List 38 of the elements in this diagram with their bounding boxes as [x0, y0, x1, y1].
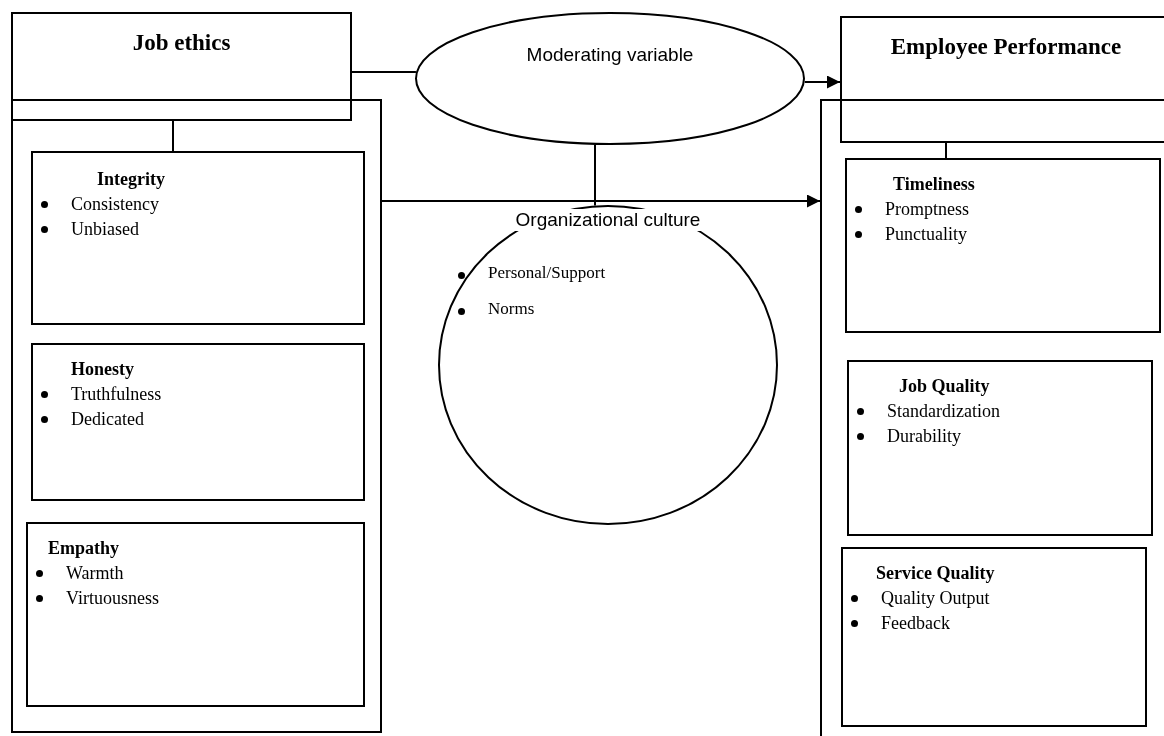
- list-item: Virtuousness: [32, 586, 159, 610]
- list-item: Truthfulness: [37, 382, 162, 406]
- heading: Job ethics: [131, 30, 232, 56]
- group-box: [820, 99, 1164, 736]
- category-box: [31, 151, 365, 325]
- box-heading: Honesty: [71, 358, 134, 381]
- list-item: Warmth: [32, 561, 124, 585]
- box-heading: Empathy: [48, 537, 119, 560]
- list-item: Promptness: [851, 197, 969, 221]
- category-box: [31, 343, 365, 501]
- list-item: Durability: [853, 424, 961, 448]
- list-item: Unbiased: [37, 217, 139, 241]
- category-box: [26, 522, 365, 707]
- header-box: [840, 16, 1164, 143]
- header-box: [11, 12, 352, 121]
- list-item: Norms: [454, 299, 535, 319]
- heading: Employee Performance: [889, 34, 1123, 60]
- list-item: Standardization: [853, 399, 1000, 423]
- category-box: [845, 158, 1161, 333]
- box-heading: Job Quality: [899, 375, 990, 398]
- list-item: Feedback: [847, 611, 950, 635]
- list-item: Consistency: [37, 192, 159, 216]
- list-item: Punctuality: [851, 222, 967, 246]
- category-box: [847, 360, 1153, 536]
- arrow: [381, 194, 821, 208]
- group-box: [11, 99, 382, 733]
- list-item: Personal/Support: [454, 263, 606, 283]
- list-item: Quality Output: [847, 586, 990, 610]
- connector-line: [945, 142, 947, 159]
- category-box: [841, 547, 1147, 727]
- connector-line: [351, 71, 417, 73]
- box-heading: Timeliness: [893, 173, 975, 196]
- arrow: [803, 75, 841, 89]
- box-heading: Integrity: [97, 168, 165, 191]
- connector-line: [172, 120, 174, 152]
- connector-line: [594, 143, 596, 207]
- list-item: Dedicated: [37, 407, 144, 431]
- box-heading: Service Quality: [876, 562, 995, 585]
